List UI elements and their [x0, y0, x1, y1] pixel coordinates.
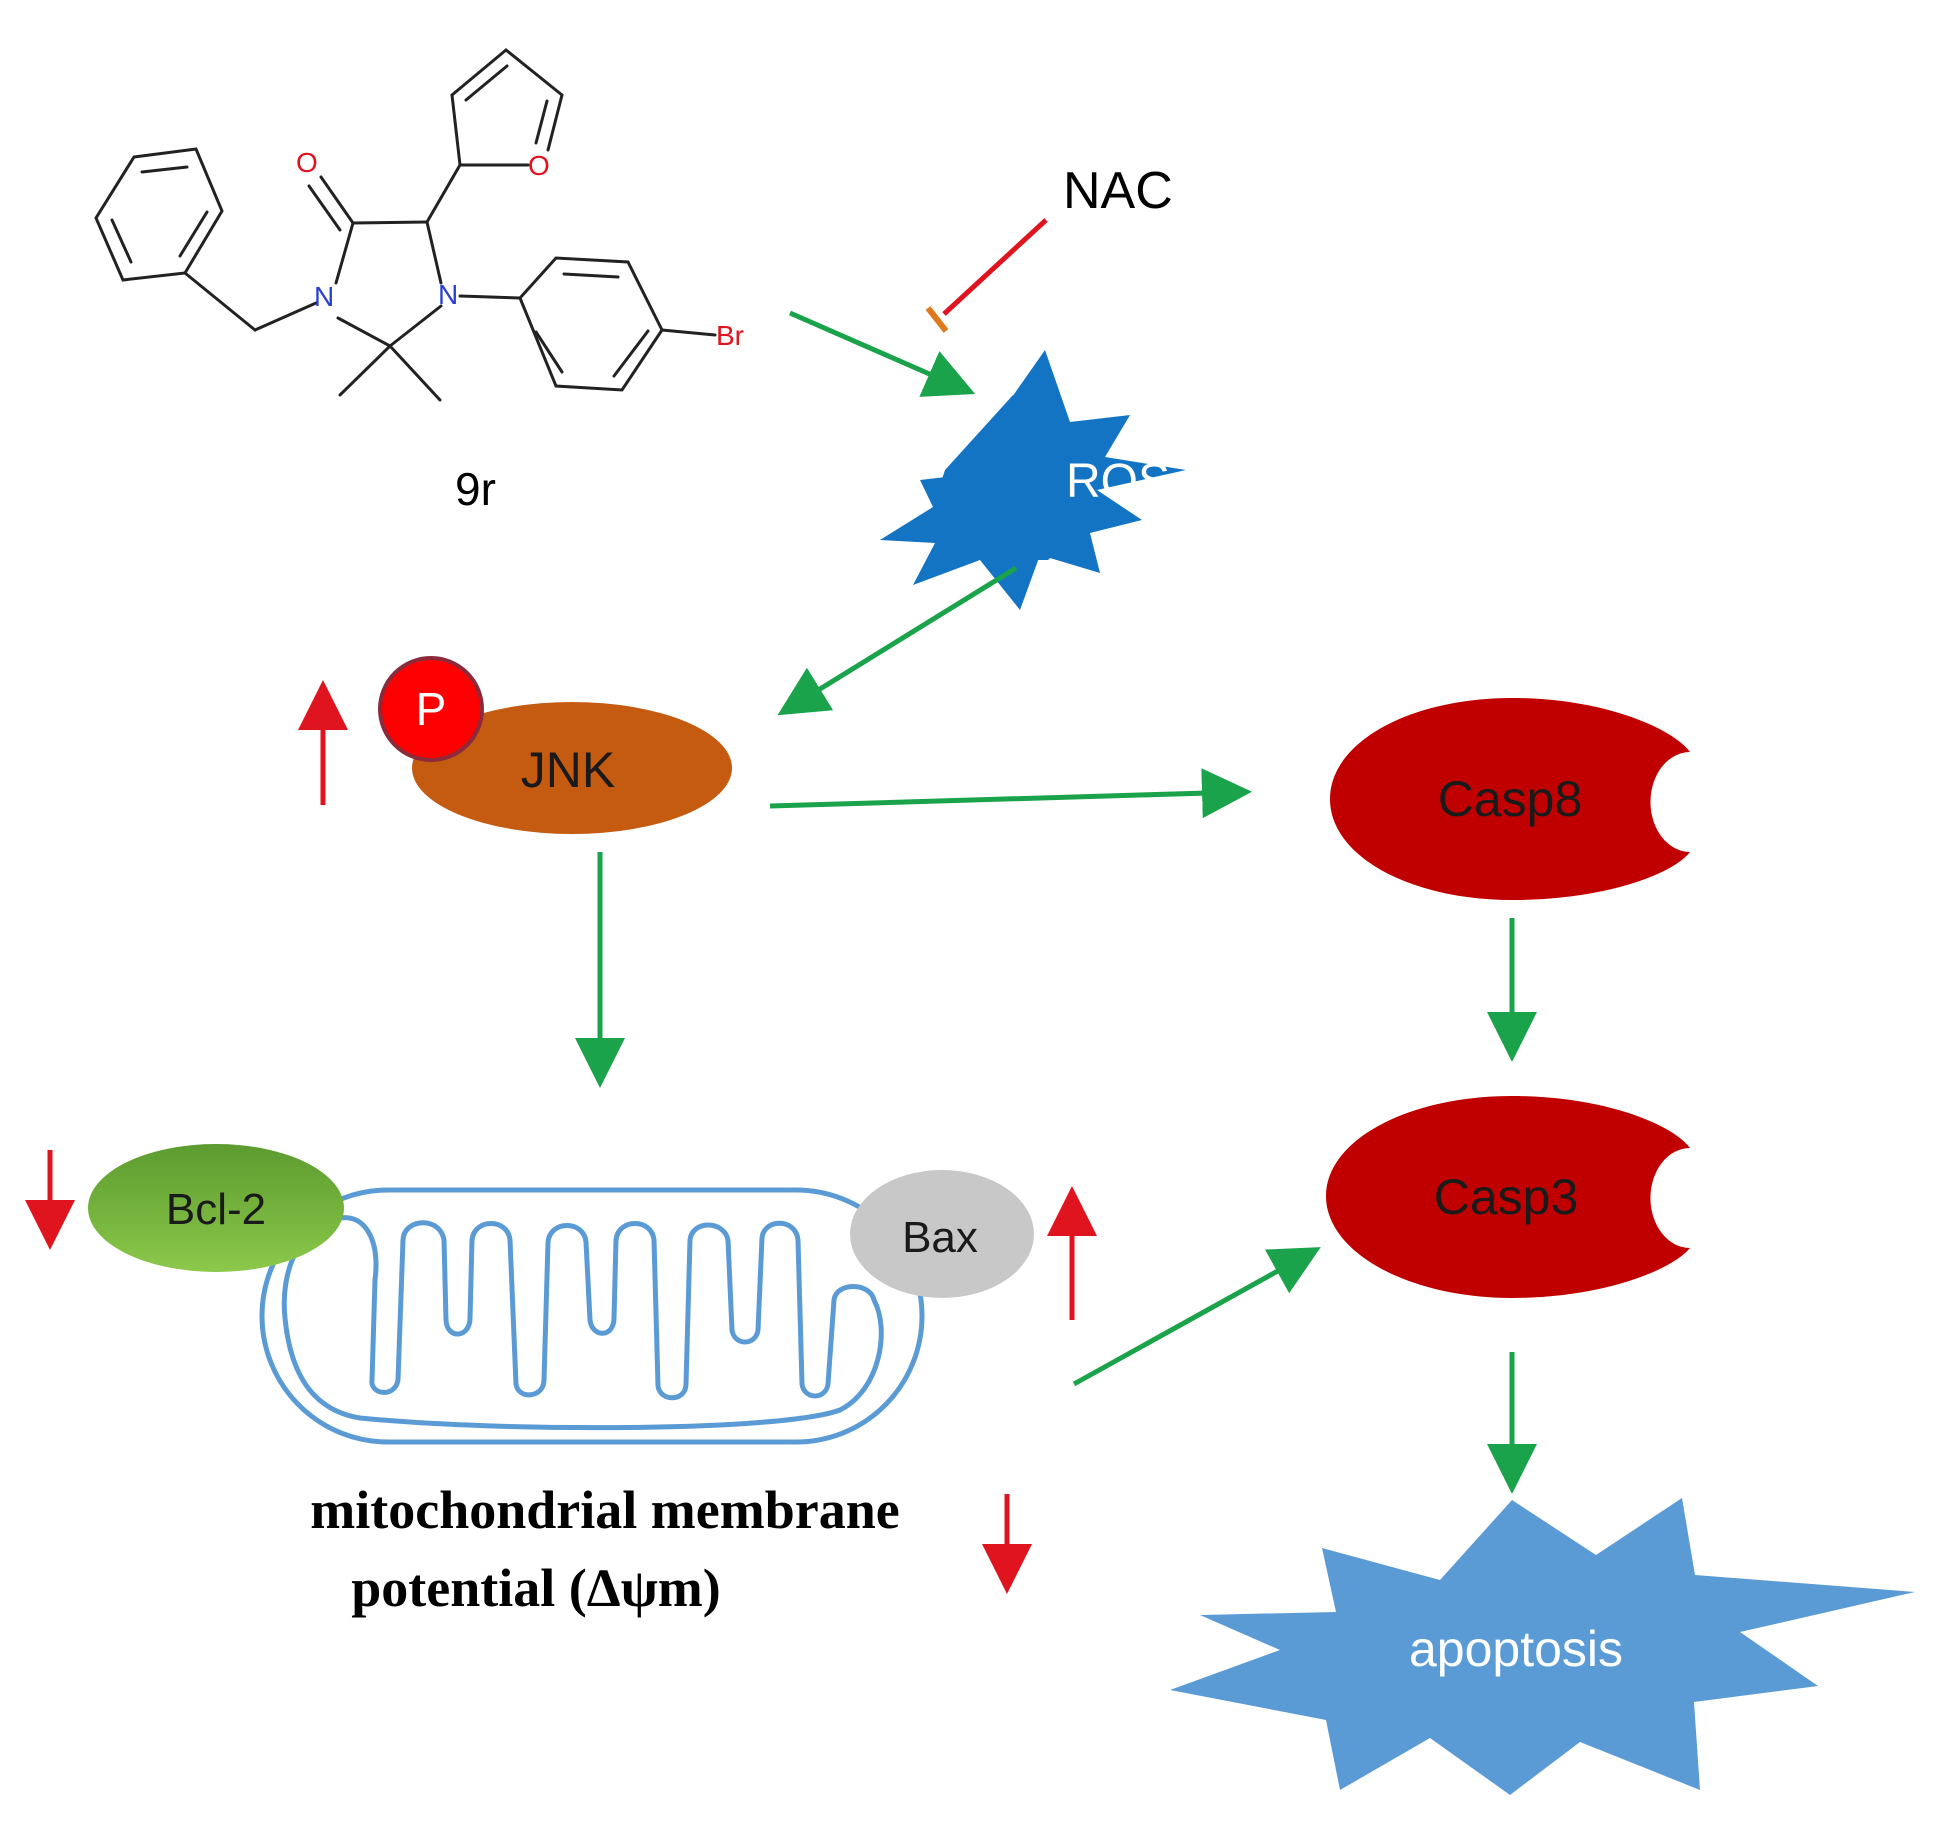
- phospho-label: P: [416, 683, 447, 735]
- nac-inhibition-bar: [925, 306, 949, 333]
- bax-label: Bax: [902, 1213, 978, 1262]
- mitochondrion: [259, 1187, 925, 1445]
- mito-caption-line1: mitochondrial membrane: [310, 1480, 899, 1540]
- jnk-label: JNK: [521, 742, 615, 798]
- bcl2-ellipse: [88, 1144, 344, 1272]
- atom-nitrogen-1: N: [314, 281, 334, 312]
- ros-burst-core: [930, 395, 1100, 560]
- arrow-ros-to-jnk: [777, 565, 1018, 716]
- phospho-circle: [378, 656, 484, 762]
- casp3-label: Casp3: [1434, 1169, 1579, 1225]
- compound-label: 9r: [455, 463, 496, 515]
- casp8-shape: [1330, 698, 1690, 900]
- nac-inhibition-line: [942, 218, 1048, 316]
- atom-oxygen-furan: O: [528, 150, 550, 181]
- activation-arrows: [575, 310, 1537, 1494]
- casp3-shape: [1326, 1096, 1690, 1298]
- atom-nitrogen-2: N: [438, 279, 458, 310]
- bax-ellipse: [850, 1170, 1034, 1298]
- arrow-9r-to-ros: [788, 310, 976, 397]
- arrow-mitochondria-to-casp3: [1072, 1247, 1321, 1387]
- mito-inner-membrane: [281, 1215, 884, 1431]
- compound-9r-structure: [94, 48, 717, 402]
- jnk-ellipse: [412, 702, 732, 834]
- ros-label: ROS: [1066, 455, 1170, 508]
- atom-bromine: Br: [716, 320, 744, 351]
- compound-atom-labels: O O N N Br: [296, 147, 744, 351]
- nac-label: NAC: [1063, 162, 1173, 220]
- apoptosis-burst-shape: [1170, 1498, 1915, 1795]
- arrow-jnk-to-casp8: [769, 768, 1252, 819]
- bcl2-label: Bcl-2: [166, 1185, 266, 1234]
- mito-outer-membrane: [259, 1187, 925, 1445]
- mito-caption-line2: potential (Δψm): [351, 1558, 720, 1618]
- atom-oxygen-carbonyl: O: [296, 147, 318, 178]
- apoptosis-label: apoptosis: [1409, 1621, 1623, 1677]
- casp8-label: Casp8: [1438, 771, 1583, 827]
